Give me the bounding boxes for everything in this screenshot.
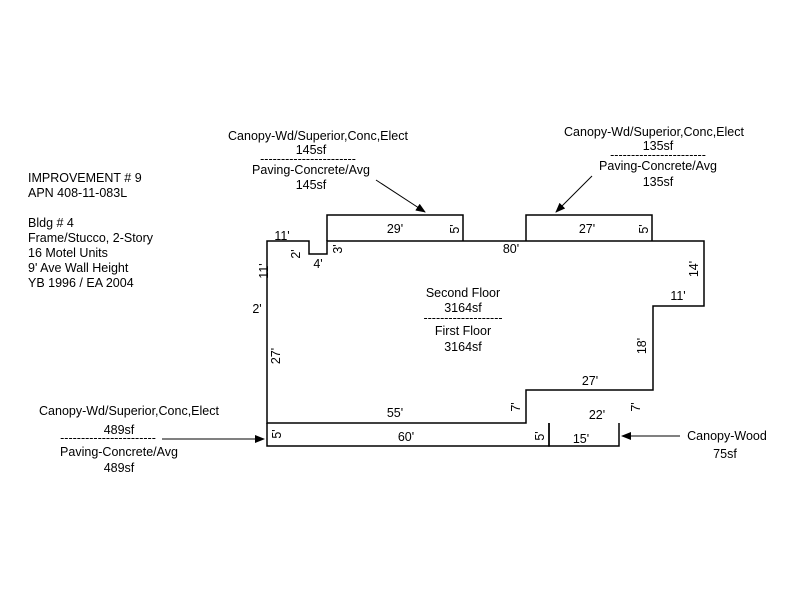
year-built: YB 1996 / EA 2004	[28, 276, 134, 290]
dim-bottom-left-5: 5'	[270, 429, 284, 438]
dim-right-14: 14'	[687, 261, 701, 277]
dim-bottom-mid-5: 5'	[533, 431, 547, 440]
dim-step-7-right: 7'	[629, 402, 643, 411]
dim-left-2: 2'	[252, 302, 261, 316]
callout-bottom-right-line2: 75sf	[713, 447, 737, 461]
construction-type: Frame/Stucco, 2-Story	[28, 231, 154, 245]
callout-top-right-line2: 135sf	[643, 139, 674, 153]
callout-top-left-divider: -----------------------	[260, 152, 356, 166]
dim-canopy1-5: 5'	[448, 224, 462, 233]
dim-canopy1-3: 3'	[331, 244, 345, 253]
callout-top-left-line1: Canopy-Wd/Superior,Conc,Elect	[228, 129, 408, 143]
dim-canopy2-27: 27'	[579, 222, 595, 236]
apn: APN 408-11-083L	[28, 186, 128, 200]
canopy-top-left	[326, 214, 464, 241]
callout-top-right-line4: 135sf	[643, 175, 674, 189]
dim-canopy-22: 22'	[589, 408, 605, 422]
arrow-top-left	[375, 179, 426, 213]
canopy-bottom-right	[548, 423, 620, 447]
dim-left-27: 27'	[269, 348, 283, 364]
second-floor-area: 3164sf	[444, 301, 482, 315]
dim-canopy-15: 15'	[573, 432, 589, 446]
floor-divider: -------------------	[423, 311, 502, 325]
canopy-top-right	[525, 214, 653, 241]
dim-top-80: 80'	[503, 242, 519, 256]
dim-bottom-55: 55'	[387, 406, 403, 420]
dim-left-2-small: 2'	[289, 249, 303, 258]
dim-right-11: 11'	[670, 289, 685, 303]
improvement-info: IMPROVEMENT # 9 APN 408-11-083L Bldg # 4…	[28, 171, 153, 291]
callout-top-right-divider: -----------------------	[610, 148, 706, 162]
second-floor-label: Second Floor	[426, 286, 500, 300]
dim-step-27: 27'	[582, 374, 598, 388]
building-number: Bldg # 4	[28, 216, 74, 230]
callout-top-right-line1: Canopy-Wd/Superior,Conc,Elect	[564, 125, 744, 139]
dim-canopy2-5: 5'	[637, 224, 651, 233]
improvement-number: IMPROVEMENT # 9	[28, 171, 142, 185]
wall-height: 9' Ave Wall Height	[28, 261, 129, 275]
callout-top-left-line4: 145sf	[296, 178, 327, 192]
dim-right-18: 18'	[635, 338, 649, 354]
dim-notch-4: 4'	[313, 257, 322, 271]
dim-step-7-left: 7'	[509, 402, 523, 411]
building-outline	[266, 240, 705, 424]
callout-top-left-line3: Paving-Concrete/Avg	[252, 163, 370, 177]
callout-top-right-line3: Paving-Concrete/Avg	[599, 159, 717, 173]
arrow-top-right	[555, 175, 593, 213]
callout-bottom-left-divider: -----------------------	[60, 431, 156, 445]
dim-left-11: 11'	[257, 263, 271, 278]
callout-top-left-line2: 145sf	[296, 143, 327, 157]
callout-bottom-right-line1: Canopy-Wood	[687, 429, 767, 443]
dim-canopy1-29: 29'	[387, 222, 403, 236]
first-floor-label: First Floor	[435, 324, 491, 338]
dim-top-left-11: 11'	[274, 229, 289, 243]
callout-bottom-left-line4: 489sf	[104, 461, 135, 475]
dim-bottom-60: 60'	[398, 430, 414, 444]
first-floor-area: 3164sf	[444, 340, 482, 354]
callout-bottom-left-line2: 489sf	[104, 423, 135, 437]
unit-count: 16 Motel Units	[28, 246, 108, 260]
callout-bottom-left-line1: Canopy-Wd/Superior,Conc,Elect	[39, 404, 219, 418]
callout-bottom-left-line3: Paving-Concrete/Avg	[60, 445, 178, 459]
